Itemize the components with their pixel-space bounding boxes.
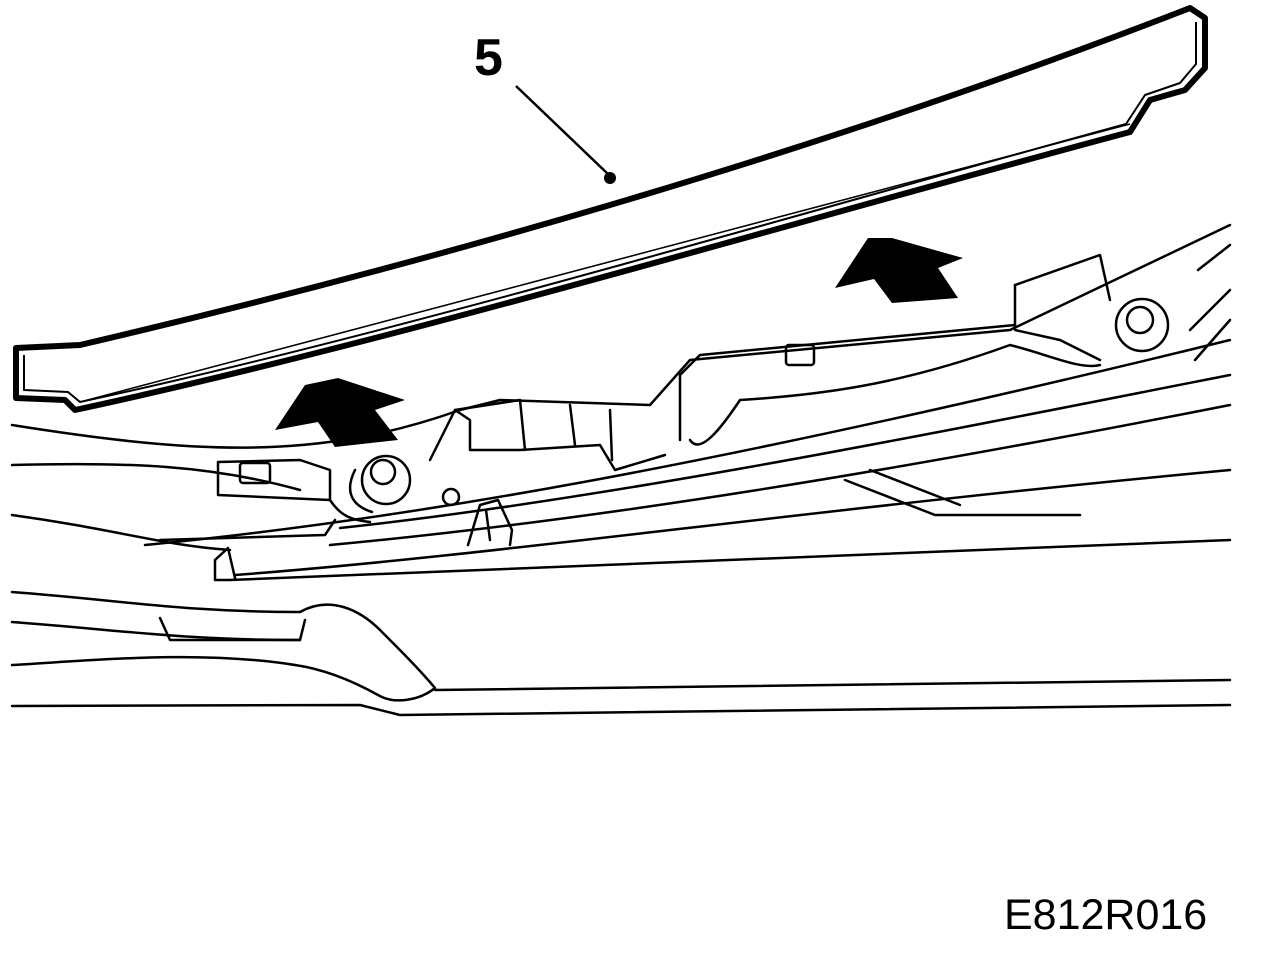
up-arrow-icon <box>835 238 963 303</box>
callout-number: 5 <box>474 29 503 87</box>
figure-code: E812R016 <box>1004 891 1208 939</box>
seal-inner-edge <box>23 22 1197 403</box>
callout-leader <box>515 85 616 184</box>
seal-shadow <box>79 123 1131 403</box>
seal-outer-edge <box>13 5 1208 413</box>
body-structure <box>10 223 1232 717</box>
up-arrow-icon <box>275 378 405 447</box>
